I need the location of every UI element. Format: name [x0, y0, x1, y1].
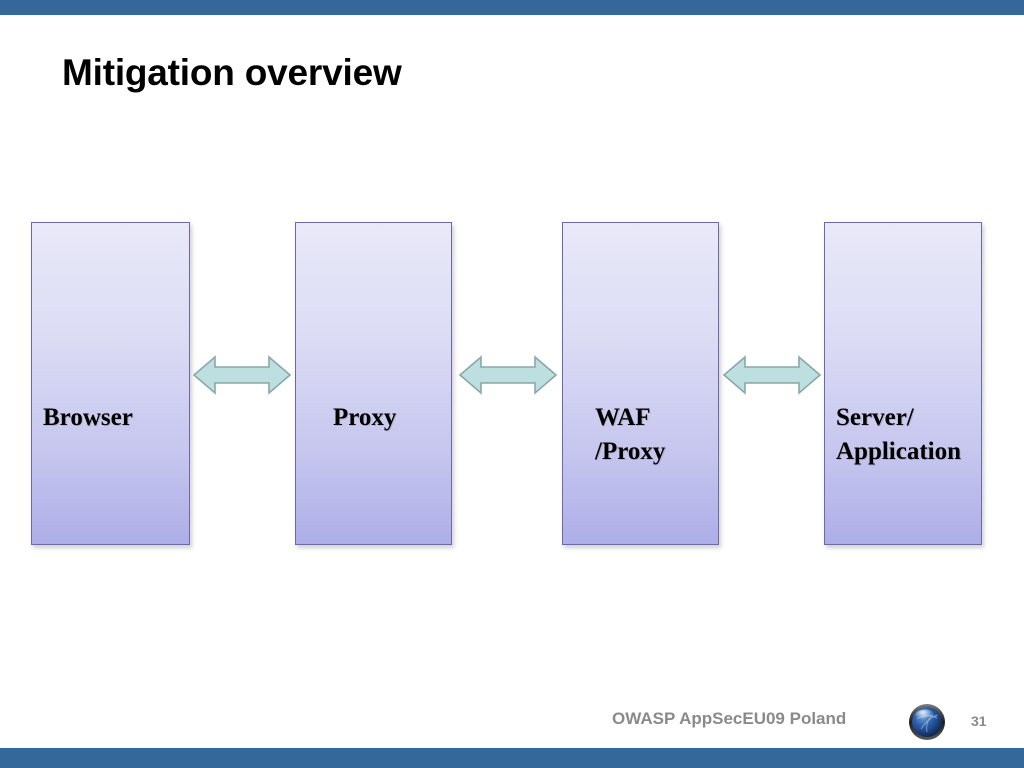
flow-node-proxy-label: Proxy: [333, 404, 397, 431]
page-title: Mitigation overview: [62, 52, 402, 93]
flow-node-browser[interactable]: [31, 222, 190, 545]
page-number: 31: [971, 713, 987, 729]
bottom-accent-bar: [0, 748, 1024, 768]
flow-node-server-label: Server/ Application: [836, 401, 961, 469]
flow-node-waf-label: WAF /Proxy: [595, 401, 665, 469]
flow-node-server[interactable]: [824, 222, 982, 545]
flow-node-server-label-line2: Application: [836, 438, 962, 465]
top-accent-bar: [0, 0, 1024, 15]
double-arrow-icon-proxy-waf: [458, 354, 558, 396]
flow-node-waf-label-line1: WAF: [595, 404, 651, 431]
footer-conference-label: OWASP AppSecEU09 Poland: [612, 709, 847, 728]
double-arrow-icon-waf-server: [722, 354, 822, 396]
flow-node-server-label-line1: Server/: [836, 404, 914, 431]
flow-node-browser-label: Browser: [43, 404, 133, 431]
owasp-globe-icon: [908, 703, 946, 741]
flow-node-waf-label-line2: /Proxy: [595, 438, 666, 465]
flow-node-proxy[interactable]: [295, 222, 452, 545]
flow-node-waf[interactable]: [562, 222, 719, 545]
double-arrow-icon-browser-proxy: [192, 354, 292, 396]
